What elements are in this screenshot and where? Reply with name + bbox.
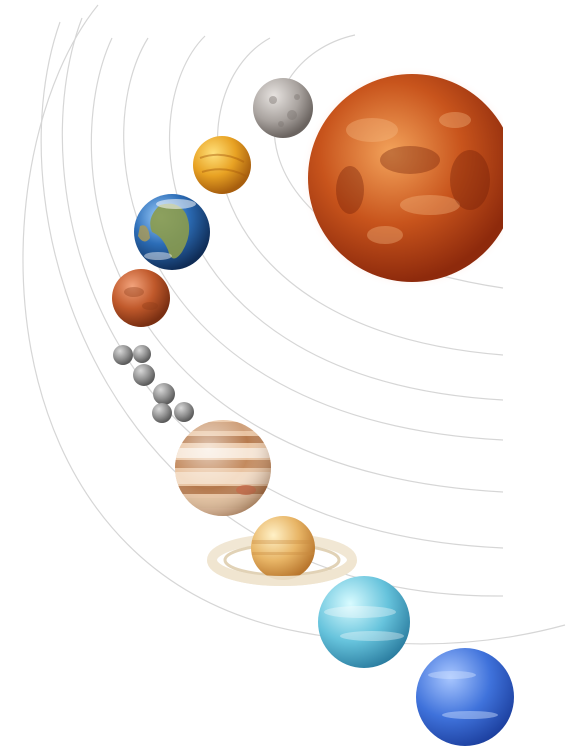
- venus: [193, 136, 251, 194]
- asteroid: [174, 402, 194, 422]
- earth: [134, 194, 210, 270]
- orbit-8: [22, 4, 566, 645]
- asteroid: [152, 403, 172, 423]
- asteroid: [133, 364, 155, 386]
- asteroid-belt: [113, 345, 194, 423]
- asteroid: [113, 345, 133, 365]
- neptune: [416, 648, 514, 746]
- orbit-2: [216, 37, 504, 356]
- orbit-4: [123, 37, 504, 441]
- jupiter: [175, 420, 271, 516]
- uranus: [318, 576, 410, 668]
- asteroid: [153, 383, 175, 405]
- saturn: [207, 516, 357, 586]
- mercury: [253, 78, 313, 138]
- mars: [112, 269, 170, 327]
- asteroid: [133, 345, 151, 363]
- sun: [300, 66, 503, 290]
- orbit-6: [61, 17, 504, 549]
